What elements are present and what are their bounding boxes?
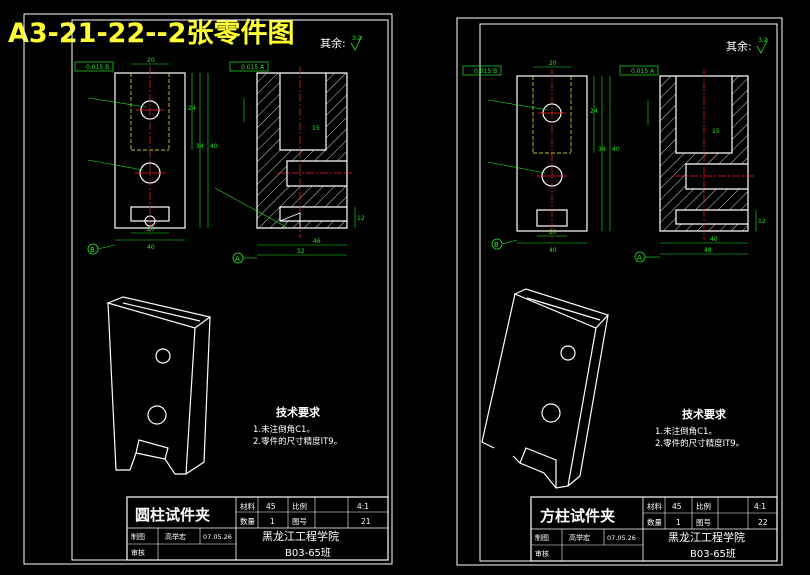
svg-text:黑龙江工程学院: 黑龙江工程学院 (262, 529, 339, 543)
sheet-2-section-view: 40 48 12 15 (647, 69, 766, 255)
sheet-2-datum-b: B (491, 238, 518, 250)
svg-text:4:1: 4:1 (754, 502, 766, 511)
svg-text:0.015 B: 0.015 B (474, 68, 497, 75)
svg-text:图号: 图号 (696, 518, 711, 527)
svg-text:07.05.26: 07.05.26 (607, 534, 636, 542)
sheet-2-front-view: 20 24 34 40 20 40 (487, 60, 620, 254)
sheet-1-tech-item-2: 2.零件的尺寸精度IT9。 (253, 436, 342, 447)
svg-text:20: 20 (549, 229, 557, 236)
sheet-2-tech-item-1: 1.未注倒角C1。 (655, 426, 717, 437)
svg-text:高举宏: 高举宏 (165, 532, 186, 541)
sheet-1-datum-b: B (87, 243, 116, 255)
sheet-1-frame-a: 0.015 A (229, 61, 269, 72)
svg-text:12: 12 (357, 215, 365, 222)
svg-text:比例: 比例 (292, 501, 307, 511)
svg-text:制图: 制图 (131, 532, 145, 541)
sheet-1-tech-title: 技术要求 (276, 405, 321, 419)
svg-text:40: 40 (710, 236, 718, 243)
svg-text:B: B (90, 246, 95, 254)
sheet-1: 其余: 3.2 0.015 B 0.015 A (23, 13, 393, 565)
svg-text:数量: 数量 (647, 517, 662, 527)
sheet-1-border (23, 13, 393, 565)
svg-text:46: 46 (313, 238, 321, 245)
svg-text:图号: 图号 (292, 517, 307, 526)
sheet-1-part-name: 圆柱试件夹 (135, 506, 210, 524)
svg-text:15: 15 (712, 128, 720, 135)
svg-text:34: 34 (196, 143, 204, 150)
svg-text:审核: 审核 (131, 548, 145, 557)
svg-text:4:1: 4:1 (357, 502, 369, 511)
sheet-2: 其余: 3.2 0.015 B 0.015 A (456, 17, 783, 566)
svg-text:1: 1 (270, 517, 275, 526)
svg-text:A: A (637, 254, 642, 262)
sheet-2-tech-title: 技术要求 (682, 407, 727, 421)
svg-text:B: B (494, 241, 499, 249)
sheet-1-title-block: 圆柱试件夹 材料 45 比例 4:1 数量 1 图号 21 制图 高举宏 07.… (126, 496, 389, 561)
svg-text:审核: 审核 (535, 549, 549, 558)
sheet-2-title-block: 方柱试件夹 材料 45 比例 4:1 数量 1 图号 22 制图 高举宏 07.… (530, 496, 778, 562)
svg-text:07.05.26: 07.05.26 (203, 533, 232, 541)
sheet-2-finish-label: 其余: (726, 39, 752, 53)
sheet-1-frame-b: 0.015 B (74, 61, 114, 72)
svg-text:15: 15 (312, 125, 320, 132)
svg-text:40: 40 (612, 146, 620, 153)
svg-text:0.015 A: 0.015 A (631, 68, 655, 75)
svg-text:A: A (235, 255, 240, 263)
roughness-icon (350, 35, 363, 51)
svg-text:制图: 制图 (535, 533, 549, 542)
svg-text:21: 21 (361, 517, 371, 526)
sheet-2-isometric-view (481, 288, 610, 489)
banner-title: A3-21-22--2张零件图 (8, 18, 294, 49)
sheet-1-datum-a: A (232, 252, 257, 264)
svg-text:52: 52 (297, 248, 305, 255)
svg-text:34: 34 (598, 146, 606, 153)
svg-text:B03-65班: B03-65班 (690, 548, 736, 560)
svg-text:材料: 材料 (647, 501, 662, 511)
roughness-icon (756, 38, 769, 54)
svg-text:高举宏: 高举宏 (569, 533, 590, 542)
sheet-1-roughness: 3.2 (352, 35, 362, 42)
svg-text:45: 45 (672, 502, 682, 511)
svg-text:材料: 材料 (240, 501, 255, 511)
svg-text:45: 45 (266, 502, 276, 511)
sheet-2-datum-a: A (634, 251, 660, 263)
svg-text:20: 20 (147, 226, 155, 233)
sheet-2-part-name: 方柱试件夹 (540, 507, 615, 525)
svg-text:0.015 B: 0.015 B (86, 64, 109, 71)
svg-text:22: 22 (758, 518, 768, 527)
sheet-2-roughness: 3.2 (758, 37, 768, 44)
svg-text:40: 40 (147, 244, 155, 251)
sheet-2-frame-a: 0.015 A (619, 65, 659, 76)
sheet-1-isometric-view (106, 296, 212, 475)
svg-text:数量: 数量 (240, 516, 255, 526)
svg-text:20: 20 (147, 57, 155, 64)
svg-text:48: 48 (704, 247, 712, 254)
svg-text:20: 20 (549, 60, 557, 67)
svg-text:0.015 A: 0.015 A (241, 64, 265, 71)
sheet-2-tech-item-2: 2.零件的尺寸精度IT9。 (655, 438, 744, 449)
svg-text:40: 40 (210, 143, 218, 150)
svg-text:比例: 比例 (696, 501, 711, 511)
svg-text:B03-65班: B03-65班 (285, 547, 331, 559)
sheet-2-border (456, 17, 783, 566)
sheet-1-finish-label: 其余: (320, 36, 346, 50)
svg-text:24: 24 (590, 108, 598, 115)
svg-text:24: 24 (188, 105, 196, 112)
sheet-2-frame-b: 0.015 B (462, 65, 502, 76)
svg-text:12: 12 (758, 218, 766, 225)
sheet-1-section-view: 46 52 12 15 (214, 66, 365, 256)
sheet-1-tech-item-1: 1.未注倒角C1。 (253, 424, 315, 435)
svg-text:40: 40 (549, 247, 557, 254)
svg-text:1: 1 (676, 518, 681, 527)
sheet-1-front-view: 20 24 34 40 20 40 (87, 57, 218, 251)
svg-text:黑龙江工程学院: 黑龙江工程学院 (668, 530, 745, 544)
